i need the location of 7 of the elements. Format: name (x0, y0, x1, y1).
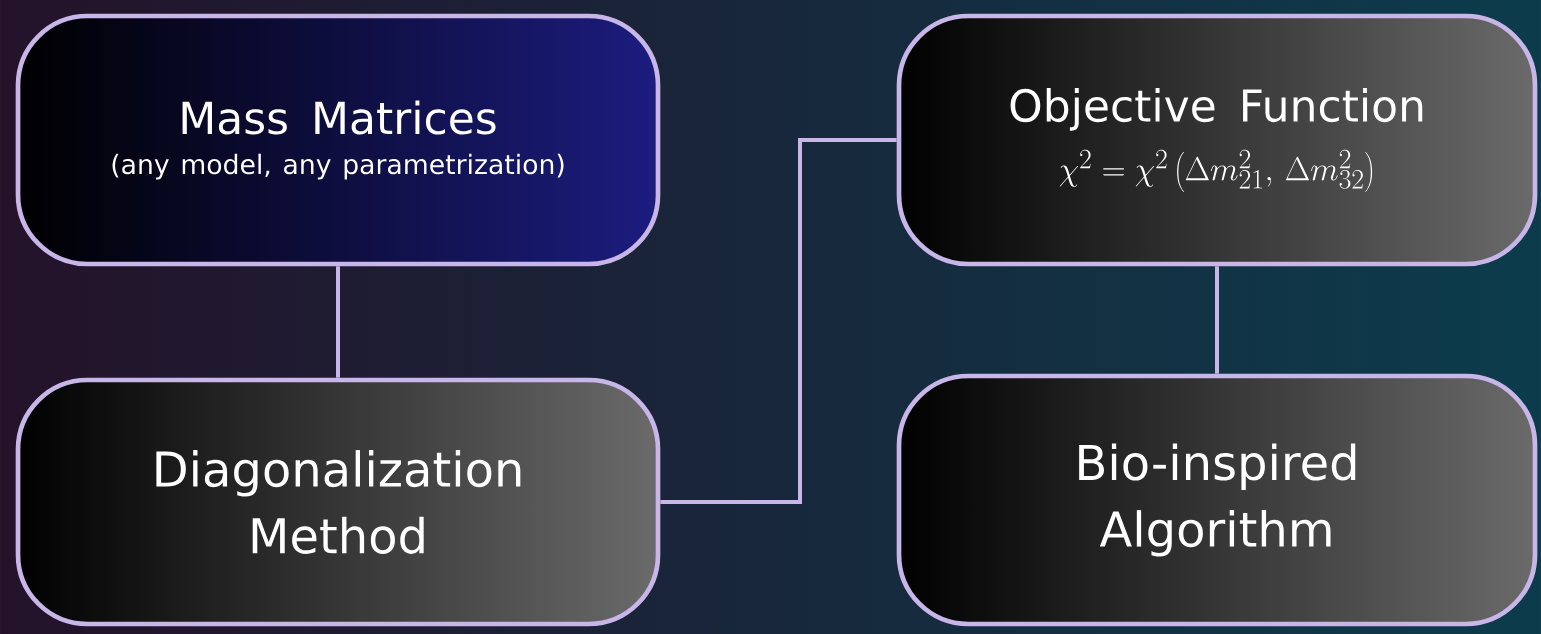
process-box: Bio-inspired Algorithm (896, 373, 1538, 627)
process-box: Objective Function $\chi^2 = \chi^2\left(\Delta m^2_{21},\, \Delta m^2_{32}\right)$ (896, 13, 1538, 267)
process-box: Diagonalization Method (15, 377, 661, 627)
process-box: Mass Matrices (any model, any parametrization) (15, 13, 661, 267)
connector-line (660, 138, 897, 504)
connector-line (336, 266, 340, 378)
connector-line (1215, 266, 1219, 374)
